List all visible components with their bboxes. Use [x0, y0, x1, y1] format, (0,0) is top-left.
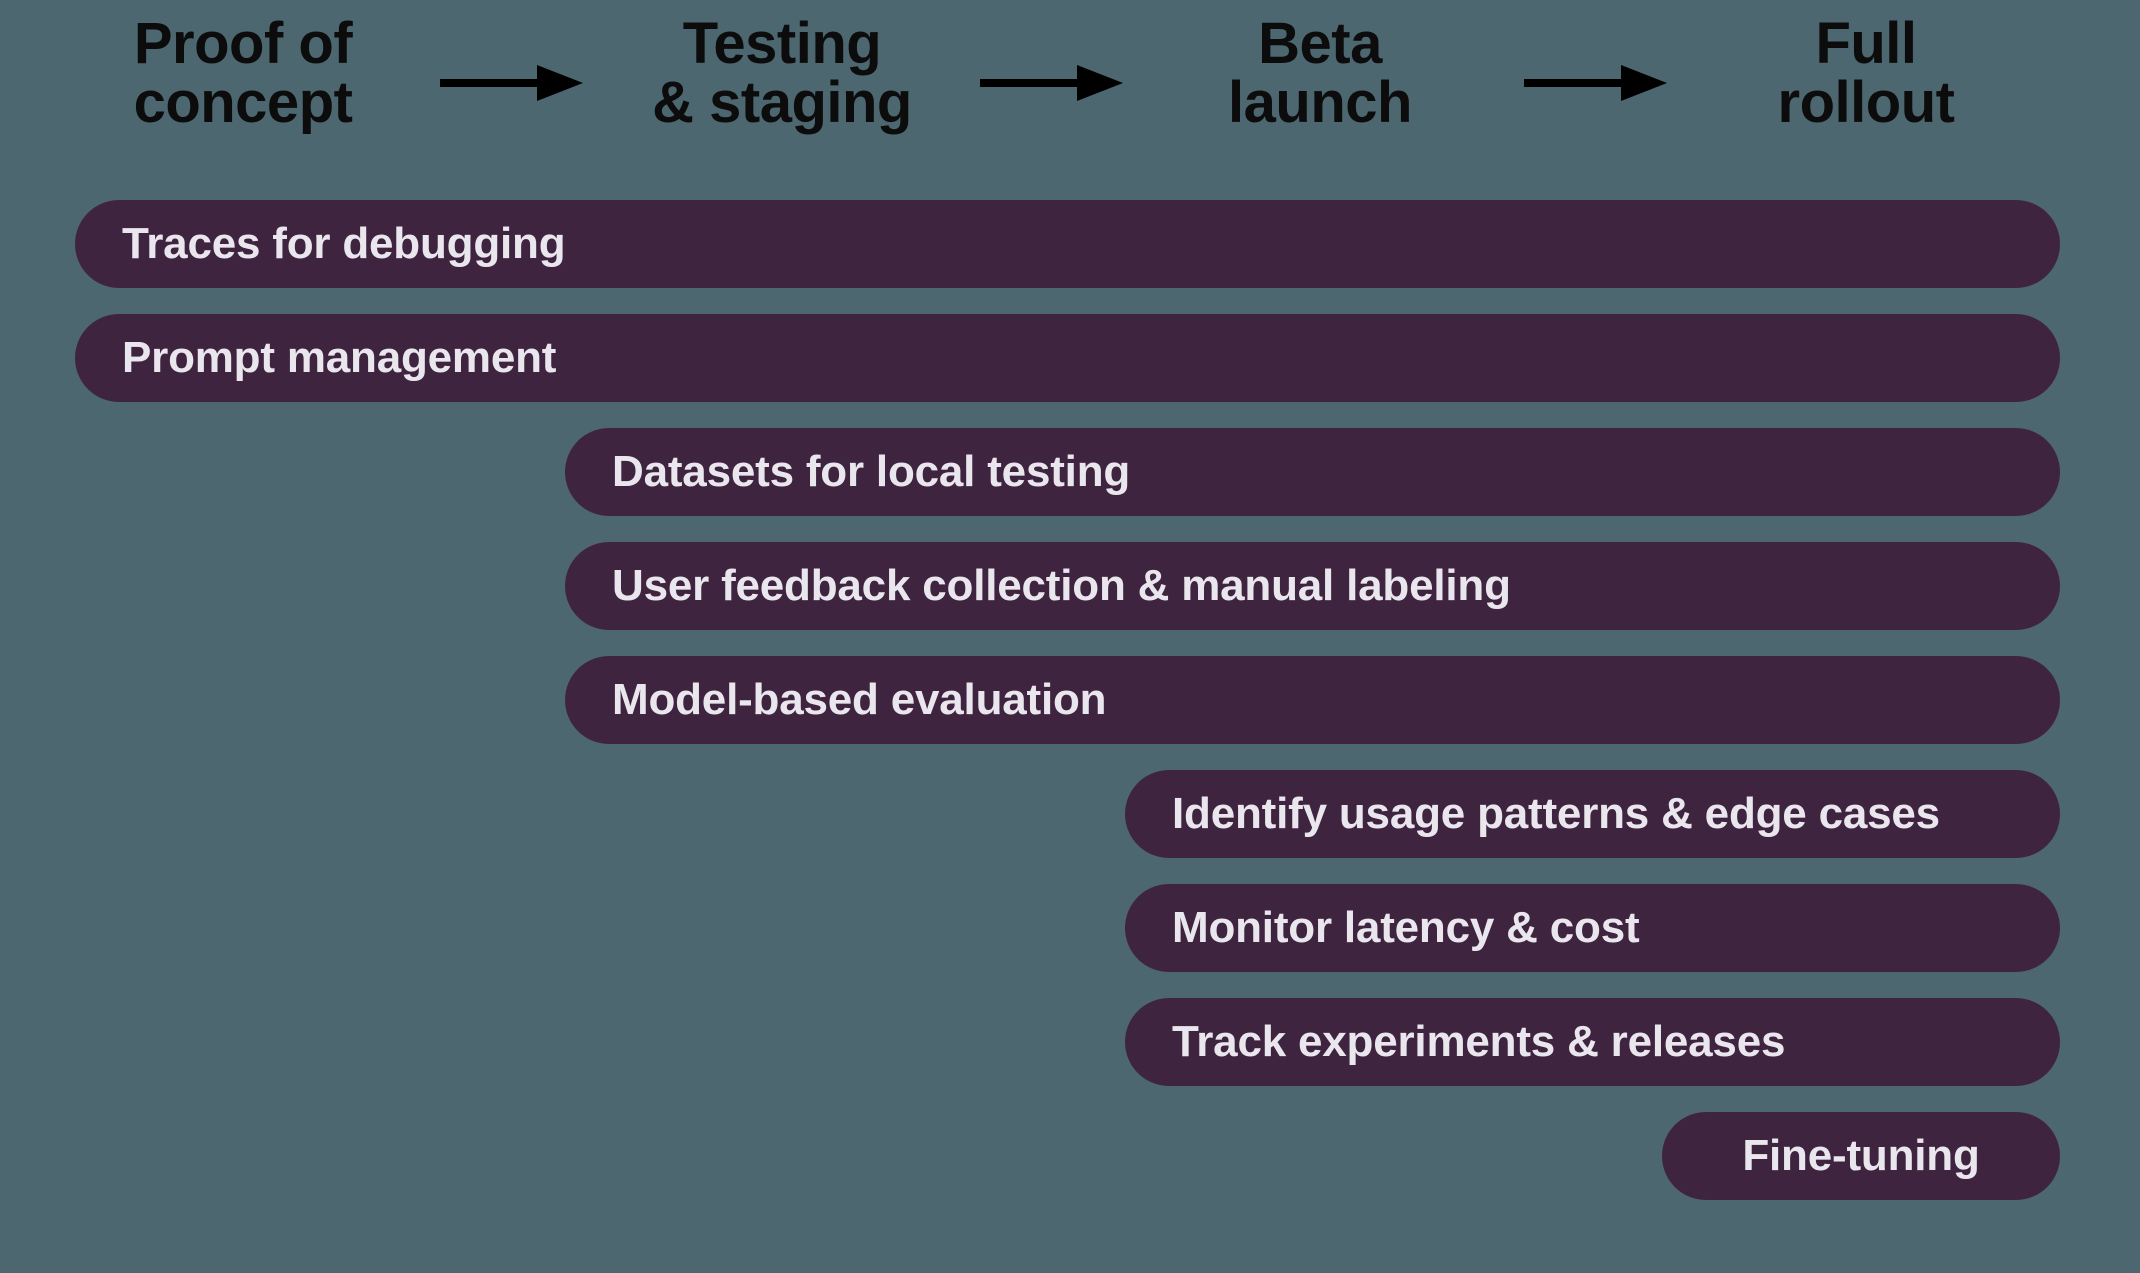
stage-transition-arrow-icon — [440, 61, 583, 105]
capability-bar-label: User feedback collection & manual labeli… — [612, 561, 1511, 610]
stage-label-1: Proof of concept — [133, 11, 353, 136]
capability-bar[interactable]: Prompt management — [75, 314, 2060, 402]
capability-bar[interactable]: User feedback collection & manual labeli… — [565, 542, 2060, 630]
capability-bar-label: Prompt management — [122, 333, 557, 382]
stage-transition-arrow-icon — [980, 61, 1123, 105]
stage-label-4: Full rollout — [1777, 11, 1955, 136]
capability-bar-label: Fine-tuning — [1742, 1131, 1980, 1180]
capability-bar-label: Identify usage patterns & edge cases — [1172, 789, 1940, 838]
capability-bar-label: Track experiments & releases — [1172, 1017, 1786, 1066]
capability-bar[interactable]: Fine-tuning — [1662, 1112, 2060, 1200]
capability-bar[interactable]: Datasets for local testing — [565, 428, 2060, 516]
stage-label-2: Testing & staging — [652, 11, 912, 136]
capability-bar[interactable]: Track experiments & releases — [1125, 998, 2060, 1086]
capability-bar-label: Model-based evaluation — [612, 675, 1107, 724]
capability-bar-label: Monitor latency & cost — [1172, 903, 1640, 952]
capability-bar[interactable]: Traces for debugging — [75, 200, 2060, 288]
capability-bar-label: Datasets for local testing — [612, 447, 1131, 496]
capability-bar[interactable]: Identify usage patterns & edge cases — [1125, 770, 2060, 858]
stage-label-3: Beta launch — [1228, 11, 1412, 136]
capability-bar-label: Traces for debugging — [122, 219, 566, 268]
stage-transition-arrow-icon — [1524, 61, 1667, 105]
capability-bar[interactable]: Model-based evaluation — [565, 656, 2060, 744]
capability-bar[interactable]: Monitor latency & cost — [1125, 884, 2060, 972]
